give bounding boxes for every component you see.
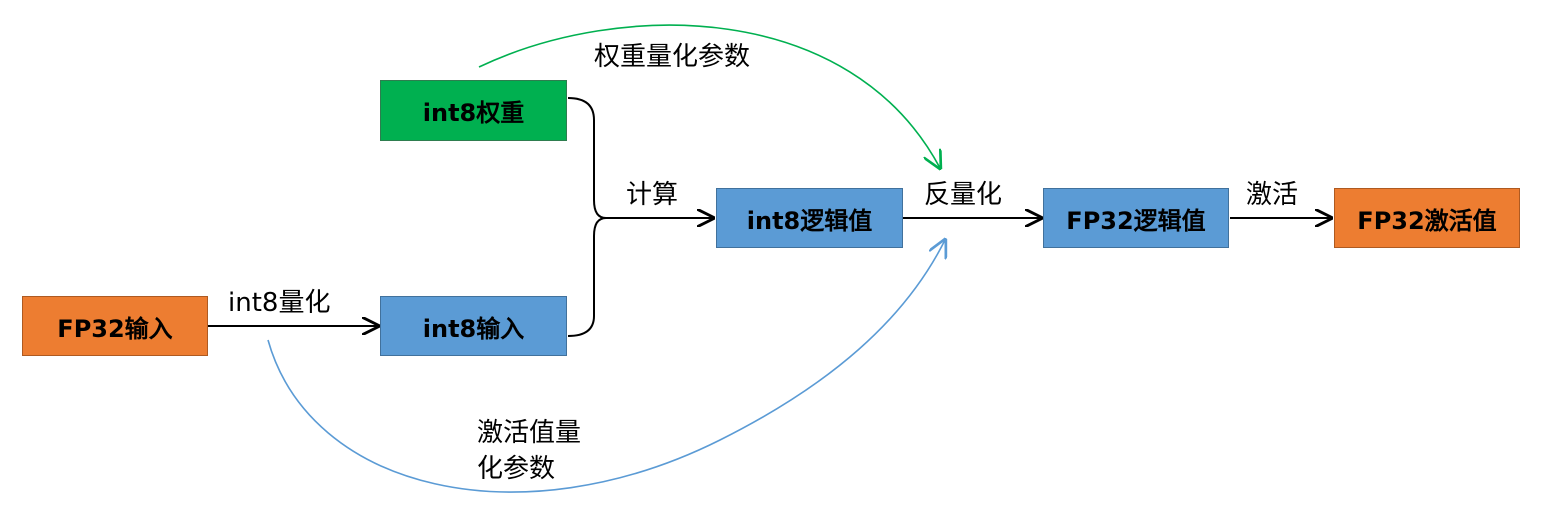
merge-brace [567,97,607,337]
label-activation-quant-params-line1: 激活值量 [477,418,582,448]
node-int8-logit: int8逻辑值 [716,188,903,248]
activation-quant-params-curve [267,240,945,493]
node-fp32-logit: FP32逻辑值 [1043,188,1229,248]
label-activation-quant-params-line2: 化参数 [477,454,556,484]
label-dequantize: 反量化 [924,180,1003,210]
weight-quant-params-curve [478,24,940,168]
node-int8-input: int8输入 [380,296,567,356]
label-int8-quantize: int8量化 [228,288,331,318]
node-int8-weight: int8权重 [380,80,567,141]
node-fp32-input: FP32输入 [22,296,208,356]
label-activate: 激活 [1246,180,1299,210]
label-weight-quant-params: 权重量化参数 [594,42,751,72]
node-fp32-activation: FP32激活值 [1334,188,1520,248]
label-compute: 计算 [626,180,679,210]
